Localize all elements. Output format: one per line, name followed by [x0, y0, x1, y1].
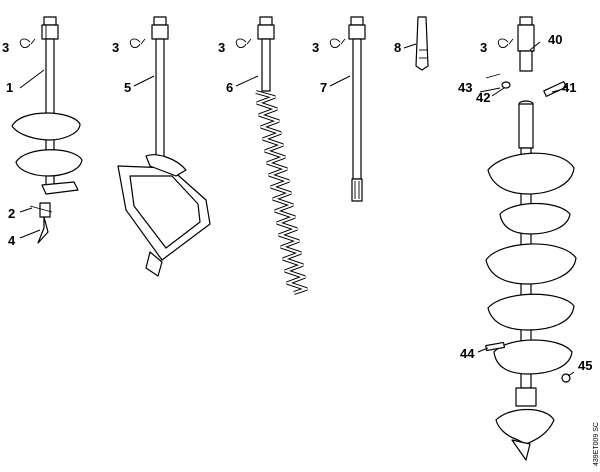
callout-7: 7: [320, 80, 327, 95]
callout-3: 3: [480, 40, 487, 55]
callout-1: 1: [6, 80, 13, 95]
large-auger: [485, 16, 577, 461]
callout-4: 4: [8, 233, 16, 248]
callout-40: 40: [548, 32, 562, 47]
wood-auger-6: [255, 16, 310, 295]
callout-42: 42: [476, 90, 490, 105]
adapter-8: [415, 16, 429, 71]
auger-1: [11, 16, 83, 244]
retaining-clip-3e: [497, 38, 514, 48]
leader-lines: [19, 41, 575, 377]
retaining-clip-3b: [129, 38, 146, 48]
retaining-clip-3c: [235, 38, 252, 48]
callout-44: 44: [460, 346, 475, 361]
callout-41: 41: [562, 80, 576, 95]
ice-auger-5: [117, 16, 211, 277]
callout-3: 3: [312, 40, 319, 55]
extension-shaft-7: [348, 16, 366, 202]
drawing-code: 439ET009 SC: [593, 422, 600, 466]
callout-3: 3: [112, 40, 119, 55]
callout-5: 5: [124, 80, 131, 95]
callout-8: 8: [394, 40, 401, 55]
retaining-clip-3a: [19, 38, 36, 48]
callout-45: 45: [578, 358, 592, 373]
retaining-clip-3d: [329, 38, 346, 48]
callout-2: 2: [8, 206, 15, 221]
callout-43: 43: [458, 80, 472, 95]
callout-3: 3: [218, 40, 225, 55]
callout-labels: 3 1 2 4 3 5 3 6 3 7 8 3 40 41 42 43 44 4…: [2, 32, 592, 373]
callout-6: 6: [226, 80, 233, 95]
callout-3: 3: [2, 40, 9, 55]
